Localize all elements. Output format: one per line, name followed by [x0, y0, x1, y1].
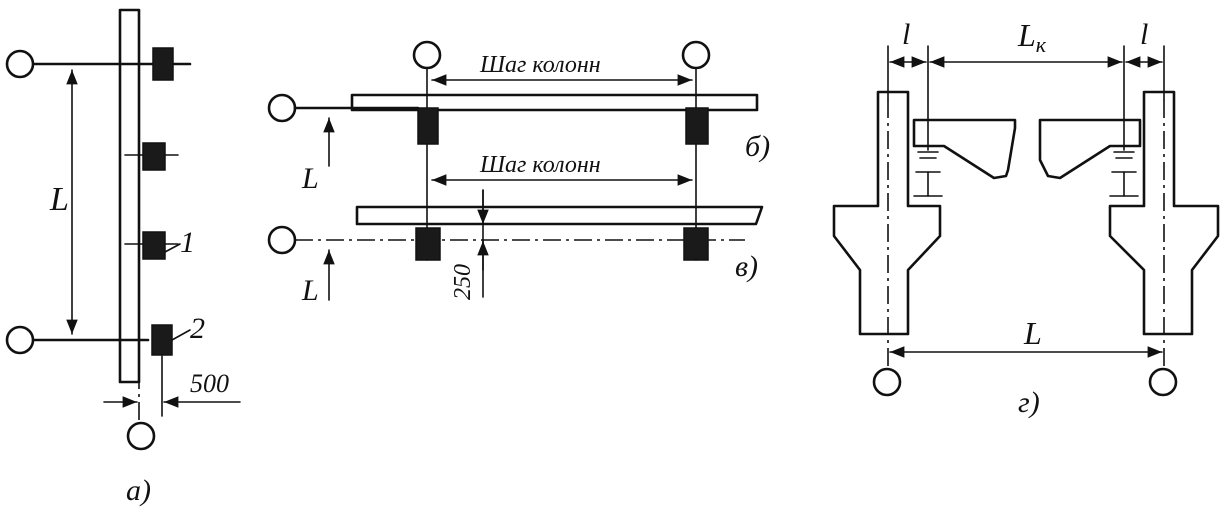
dimension-label-lk: Lк — [1017, 17, 1047, 57]
column-step-label: Шаг колонн — [479, 52, 601, 78]
axis-marker-circle — [267, 93, 297, 123]
lk-subscript: к — [1036, 32, 1047, 57]
column — [415, 227, 441, 261]
dimension-label-l: L — [301, 162, 319, 195]
crane-beam — [350, 93, 759, 112]
column — [683, 227, 709, 261]
callout-1: 1 — [180, 226, 195, 259]
callout-leader — [164, 243, 181, 253]
column-right — [1108, 90, 1220, 336]
crane-bridge-right — [1038, 118, 1142, 180]
panel-b: Шаг колонн L б) — [267, 40, 770, 261]
offset-label-250: 250 — [450, 264, 476, 300]
panel-g: l Lк l L г) — [832, 17, 1220, 419]
dimension-label-span: L — [1023, 315, 1042, 351]
panel-v: Шаг колонн L 250 в) — [267, 152, 764, 307]
crane-beam — [118, 8, 141, 384]
rail-and-wheel-right — [1109, 151, 1139, 197]
axis-marker-circle — [126, 421, 156, 451]
column — [142, 142, 166, 171]
axis-marker-circle — [1148, 367, 1178, 397]
callout-2: 2 — [190, 312, 205, 345]
caption-v: в) — [735, 250, 758, 283]
caption-g: г) — [1018, 386, 1040, 419]
rail-and-wheel-left — [913, 151, 943, 197]
column — [152, 47, 174, 81]
callout-leader — [171, 329, 191, 341]
offset-label-500: 500 — [190, 369, 229, 398]
panel-a: L 1 2 500 а) — [5, 8, 241, 507]
caption-a: а) — [126, 474, 151, 507]
axis-marker-circle — [5, 325, 35, 355]
caption-b: б) — [745, 130, 770, 163]
axis-marker-circle — [5, 49, 35, 79]
crane-bridge-left — [912, 118, 1017, 180]
axis-marker-circle — [872, 367, 902, 397]
column — [142, 231, 166, 260]
column — [151, 324, 173, 356]
column-step-label: Шаг колонн — [479, 152, 601, 178]
axis-marker-circle — [267, 225, 297, 255]
dimension-label-l: L — [301, 274, 319, 307]
column — [417, 107, 439, 145]
axis-marker-circle — [412, 40, 442, 70]
lk-base: L — [1017, 17, 1036, 53]
axis-marker-circle — [681, 40, 711, 70]
column — [685, 107, 709, 145]
dimension-label-l: L — [49, 181, 69, 218]
column-left — [832, 90, 942, 336]
dimension-label-l-right: l — [1140, 18, 1148, 51]
crane-beam — [355, 205, 764, 226]
dimension-label-l-left: l — [902, 18, 910, 51]
